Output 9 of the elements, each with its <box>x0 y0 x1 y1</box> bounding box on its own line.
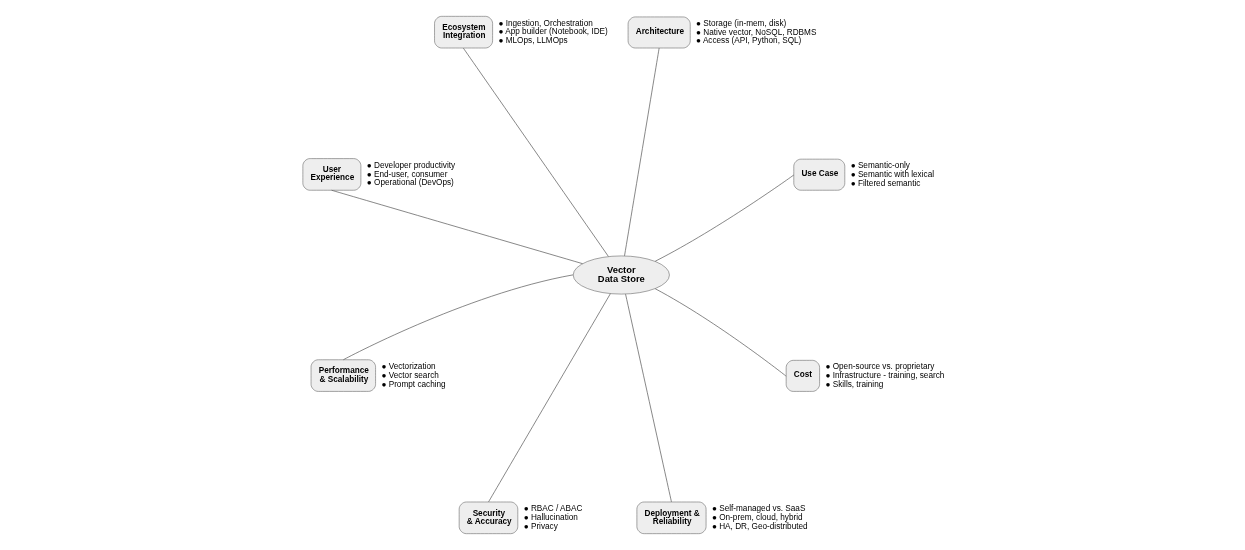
connector <box>331 189 583 264</box>
connector <box>462 47 609 257</box>
connector <box>488 293 611 503</box>
connector <box>342 274 574 361</box>
connector <box>654 288 787 377</box>
node-ellipse: Vector Data Store <box>572 255 670 295</box>
connector <box>625 293 672 503</box>
connector <box>654 174 795 262</box>
connector <box>624 47 660 257</box>
